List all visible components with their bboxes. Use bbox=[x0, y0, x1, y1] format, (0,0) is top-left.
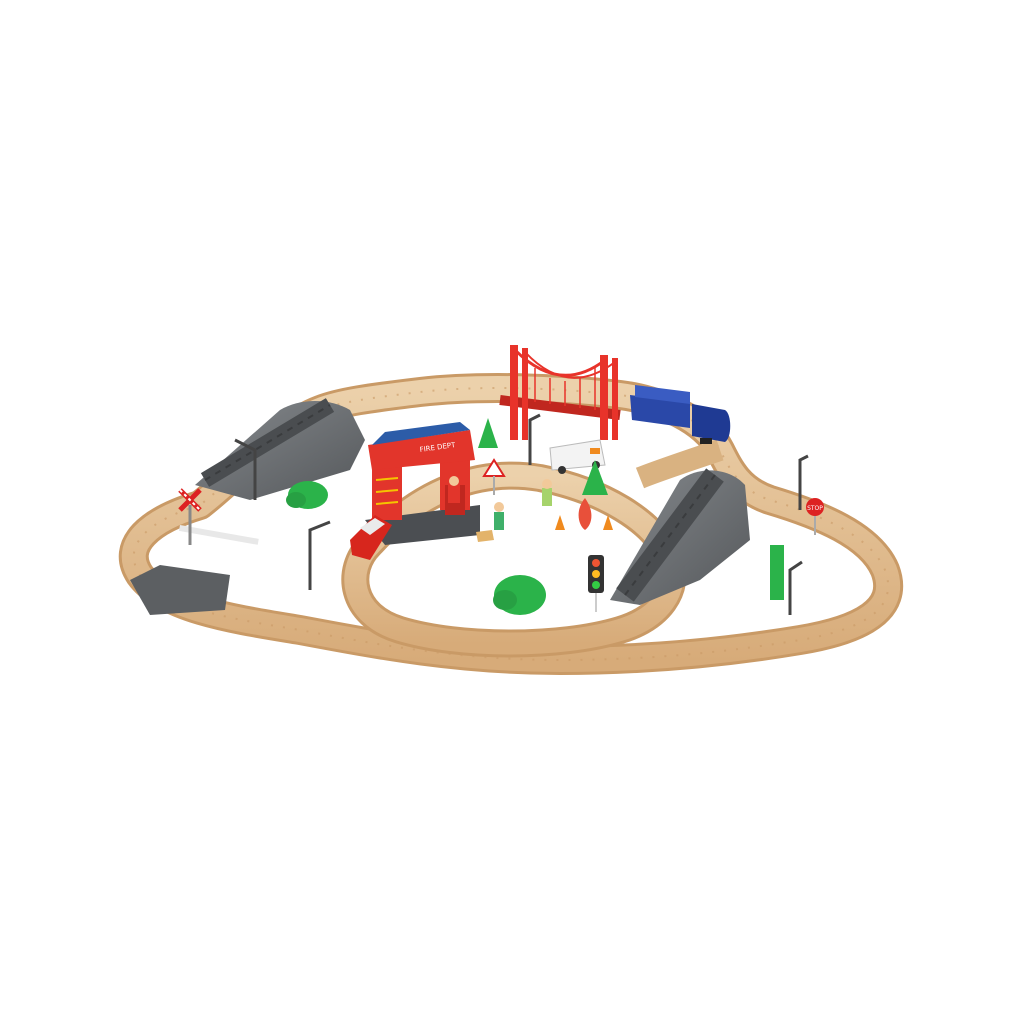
fire-station: FIRE DEPT bbox=[365, 422, 480, 545]
right-tunnel-mountain bbox=[610, 468, 750, 605]
left-tunnel-mountain bbox=[195, 398, 365, 500]
warning-sign-icon bbox=[482, 458, 506, 495]
stop-sign-icon: STOP bbox=[806, 498, 824, 535]
figures bbox=[448, 476, 552, 530]
suspension-bridge bbox=[499, 345, 621, 440]
stop-sign-text: STOP bbox=[807, 505, 823, 512]
traffic-light-icon bbox=[588, 555, 604, 612]
trees bbox=[478, 418, 784, 600]
street-lamps bbox=[234, 413, 809, 615]
outer-track bbox=[118, 373, 904, 675]
traffic-cones bbox=[555, 515, 613, 530]
bush-left bbox=[286, 481, 328, 509]
red-fire-car bbox=[350, 515, 392, 560]
level-crossing bbox=[130, 488, 259, 615]
blue-train bbox=[630, 385, 731, 444]
bush-center bbox=[493, 575, 546, 615]
fire-flame-icon bbox=[578, 498, 592, 530]
crossing-sign-icon bbox=[178, 488, 202, 545]
dog-icon bbox=[476, 530, 494, 542]
